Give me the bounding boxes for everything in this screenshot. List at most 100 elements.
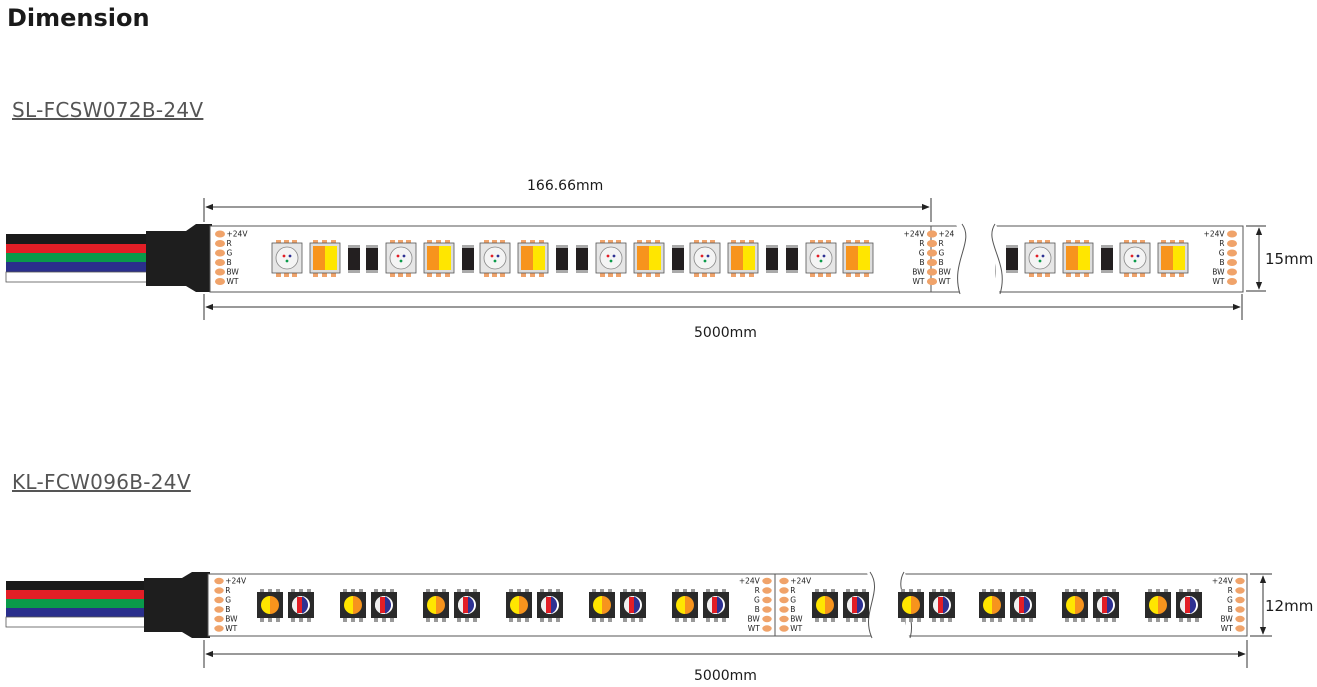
solder-pad	[215, 240, 225, 247]
pad-label: BW	[1212, 268, 1225, 277]
pad-label: R	[1219, 239, 1224, 248]
pad-label: BW	[939, 268, 952, 277]
rgb-led	[271, 240, 303, 277]
rgb-led	[1119, 240, 1151, 277]
solder-pad	[215, 259, 225, 266]
red-blue-led	[1010, 589, 1036, 622]
pad-label: R	[919, 239, 924, 248]
cct-led	[309, 240, 341, 277]
cct-led	[1062, 240, 1094, 277]
solder-pad	[214, 615, 224, 623]
resistor	[1101, 245, 1113, 273]
resistor	[366, 245, 378, 273]
model-name-strip-1: SL-FCSW072B-24V	[12, 98, 204, 122]
pad-label: B	[755, 605, 760, 614]
warm-white-led	[257, 589, 283, 622]
resistor	[348, 245, 360, 273]
pad-label: G	[1219, 249, 1225, 258]
pad-label: WT	[227, 277, 239, 286]
warm-white-led	[506, 589, 532, 622]
pad-label: +24V	[904, 230, 926, 239]
dimension-lines-1	[203, 198, 1266, 320]
pad-label: BW	[225, 615, 238, 624]
resistor	[462, 245, 474, 273]
solder-pad	[927, 240, 937, 247]
solder-pad	[779, 587, 789, 594]
cct-led	[727, 240, 759, 277]
rgb-led	[385, 240, 417, 277]
solder-pad	[215, 268, 225, 276]
red-blue-led	[843, 589, 869, 622]
solder-pad	[1235, 596, 1245, 604]
pad-label: B	[1228, 605, 1233, 614]
cct-led	[517, 240, 549, 277]
warm-white-led	[672, 589, 698, 622]
solder-pad	[214, 577, 224, 585]
solder-pad	[779, 615, 789, 623]
rgb-led	[595, 240, 627, 277]
resistor	[556, 245, 568, 273]
pad-label: +24V	[225, 577, 247, 586]
solder-pad	[762, 625, 772, 632]
solder-pad	[1227, 230, 1237, 238]
pad-label: WT	[939, 277, 951, 286]
pad-label: WT	[913, 277, 925, 286]
pad-label: G	[790, 596, 796, 605]
pad-label: G	[754, 596, 760, 605]
pad-label: +24V	[1204, 230, 1226, 239]
pad-label: R	[790, 586, 795, 595]
pad-label: R	[225, 586, 230, 595]
wire-bundle-2	[5, 581, 147, 628]
pad-label: BW	[912, 268, 925, 277]
resistor	[576, 245, 588, 273]
cct-led	[842, 240, 874, 277]
solder-pad	[762, 606, 772, 613]
solder-pad	[762, 615, 772, 623]
pad-label: R	[227, 239, 232, 248]
warm-white-led	[423, 589, 449, 622]
solder-pad	[215, 278, 225, 285]
red-blue-led	[371, 589, 397, 622]
segment-length-label: 166.66mm	[527, 178, 604, 194]
warm-white-led	[898, 589, 924, 622]
strip-1: +24VRGBBWWT+24VRGBBWWT+24RGBBWWT+24VRGBB…	[5, 223, 1244, 295]
pad-label: +24V	[227, 230, 249, 239]
solder-pad	[762, 577, 772, 585]
red-blue-led	[1176, 589, 1202, 622]
pad-label: G	[227, 249, 233, 258]
pad-label: +24V	[1212, 577, 1234, 586]
warm-white-led	[1062, 589, 1088, 622]
resistor	[766, 245, 778, 273]
pad-label: BW	[227, 268, 240, 277]
pad-label: R	[939, 239, 944, 248]
solder-pad	[1235, 625, 1245, 632]
pad-label: B	[1219, 258, 1224, 267]
solder-pad	[1227, 259, 1237, 266]
pad-label: BW	[1221, 615, 1234, 624]
solder-pad	[214, 587, 224, 594]
solder-pad	[927, 249, 937, 257]
pad-label: B	[225, 605, 230, 614]
red-blue-led	[929, 589, 955, 622]
solder-pad	[215, 249, 225, 257]
warm-white-led	[340, 589, 366, 622]
solder-pad	[779, 596, 789, 604]
pad-label: WT	[225, 624, 237, 633]
red-blue-led	[454, 589, 480, 622]
pad-label: WT	[790, 624, 802, 633]
solder-pad	[927, 259, 937, 266]
wire-bundle-1	[5, 234, 149, 283]
pad-label: BW	[790, 615, 803, 624]
solder-pad	[779, 577, 789, 585]
solder-pad	[214, 606, 224, 613]
pad-label: +24V	[739, 577, 761, 586]
resistor	[1006, 245, 1018, 273]
pad-label: B	[939, 258, 944, 267]
solder-pad	[1235, 606, 1245, 613]
solder-pad	[779, 606, 789, 613]
width-label-strip-2: 12mm	[1265, 597, 1314, 615]
red-blue-led	[288, 589, 314, 622]
pad-label: +24V	[790, 577, 812, 586]
rgb-led	[1024, 240, 1056, 277]
